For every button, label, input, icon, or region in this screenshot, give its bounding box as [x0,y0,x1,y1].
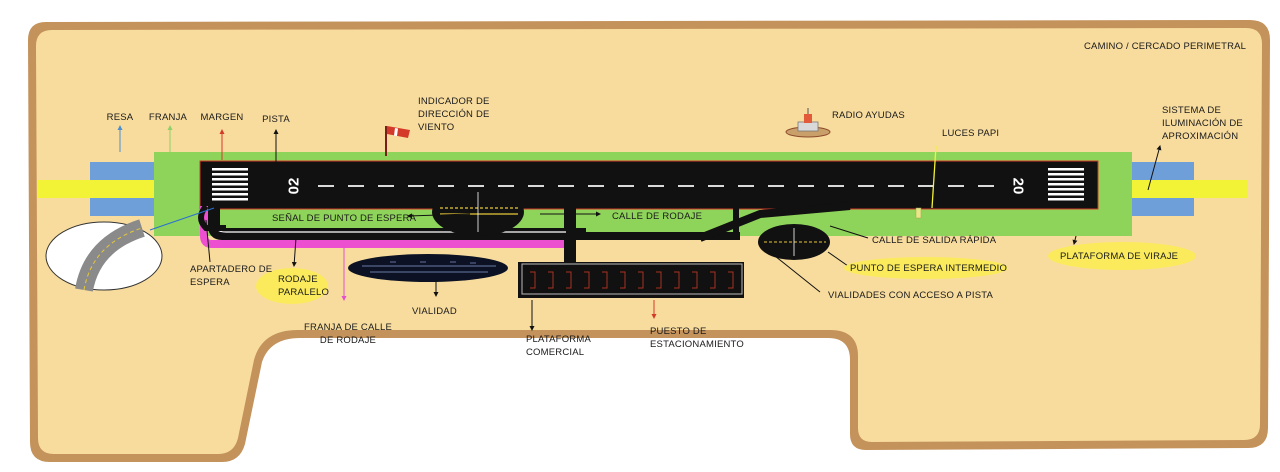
roads-detail [348,254,508,282]
label-roads-runway-access: VIALIDADES CON ACCESO A PISTA [828,290,994,301]
label-radio-aids: RADIO AYUDAS [832,110,905,121]
label-commercial-apron-1: PLATAFORMA [526,334,591,345]
highlight-turn-pad [1048,242,1196,270]
label-parking-stand-2: ESTACIONAMIENTO [650,339,744,350]
label-taxiway-strip-2: DE RODAJE [320,335,376,346]
roads-markings [362,261,496,273]
taxiway-strip [200,206,572,248]
threshold-markings-right [1048,168,1084,201]
holding-bay-callout [149,207,215,231]
runway-designator-right: 20 [1010,178,1027,195]
label-taxiway-strip-1: FRANJA DE CALLE [304,322,392,333]
highlight-intermediate-hold [844,257,1008,279]
apron-outline [521,263,743,295]
highlight-rodaje-paralelo [256,268,328,304]
parking-stands [530,271,734,289]
label-rapid-exit: CALLE DE SALIDA RÁPIDA [872,235,997,246]
radio-aids-icon [785,108,831,138]
holding-bay-road-line [83,227,143,291]
label-holding-bay-2: ESPERA [190,277,230,288]
label-commercial-apron-2: COMERCIAL [526,347,584,358]
label-holding-bay-1: APARTADERO DE [190,264,272,275]
label-perimeter-road: CAMINO / CERCADO PERIMETRAL [1084,41,1246,52]
label-taxiway: CALLE DE RODAJE [612,211,702,222]
label-franja: FRANJA [149,112,188,123]
label-intermediate-hold: PUNTO DE ESPERA INTERMEDIO [850,263,1007,274]
label-papi-lights: LUCES PAPI [942,128,999,139]
label-parking-stand-1: PUESTO DE [650,326,707,337]
label-parallel-taxiway-2: PARALELO [278,287,329,298]
label-approach-lighting-1: SISTEMA DE [1162,105,1221,116]
label-parallel-taxiway-1: RODAJE [278,274,318,285]
papi-lights-icon [915,207,922,219]
label-wind-indicator-2: DIRECCIÓN DE [418,109,490,120]
holding-bay [198,204,226,231]
label-turn-pad: PLATAFORMA DE VIRAJE [1060,251,1178,262]
commercial-apron [518,262,744,298]
threshold-markings-left [212,168,248,201]
runway-designator-left: 02 [286,178,303,195]
label-wind-indicator-1: INDICADOR DE [418,96,490,107]
label-resa: RESA [107,112,134,123]
label-approach-lighting-3: APROXIMACIÓN [1162,131,1238,142]
label-pista: PISTA [262,114,290,125]
approach-lights-over-resa-left [90,180,154,198]
windsock-icon [385,126,410,156]
callout-arrows [117,125,1162,331]
label-wind-indicator-3: VIENTO [418,122,454,133]
label-vialidad: VIALIDAD [412,306,457,317]
label-holding-sign: SEÑAL DE PUNTO DE ESPERA [272,213,417,224]
label-margen: MARGEN [201,112,244,123]
airport-inner-ground [36,28,1262,454]
approach-lights-over-resa-right [1132,180,1194,198]
label-approach-lighting-2: ILUMINACIÓN DE [1162,118,1243,129]
